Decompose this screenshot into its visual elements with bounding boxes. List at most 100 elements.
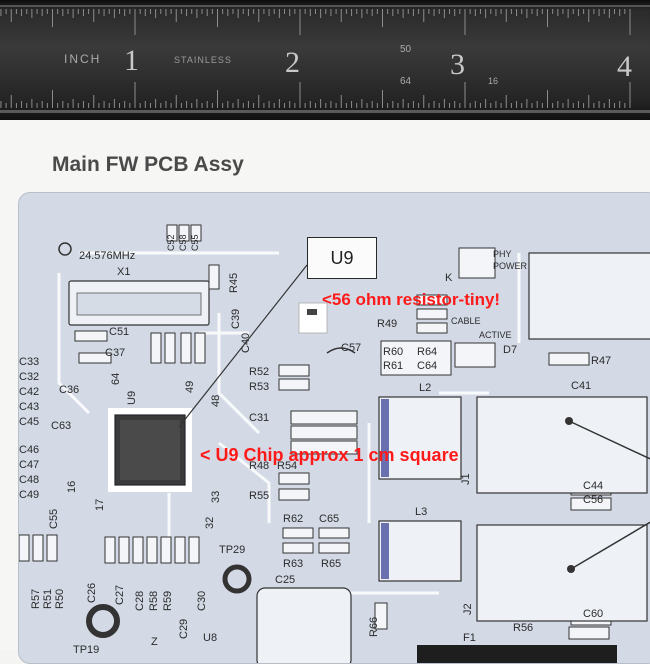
silk-label: R54 <box>277 460 298 472</box>
silk-label: D7 <box>503 344 518 356</box>
silk-label: C29 <box>178 618 190 639</box>
silk-label: C45 <box>19 416 40 428</box>
j1-callout-line <box>568 420 650 460</box>
silk-label: C27 <box>114 584 126 605</box>
silk-label: C48 <box>19 474 40 486</box>
silk-label: C58 <box>178 234 188 251</box>
document-heading: Main FW PCB Assy <box>52 153 244 176</box>
silk-label: L3 <box>415 506 428 518</box>
inductor-l3-band <box>381 523 389 579</box>
silk-label: C32 <box>19 371 40 383</box>
inductor-l3 <box>378 520 462 582</box>
silk-label: C65 <box>319 513 340 525</box>
silk-label: C51 <box>109 326 130 338</box>
silk-label: C64 <box>417 360 438 372</box>
silk-label: R63 <box>283 558 304 570</box>
silk-label: CABLE <box>451 316 481 326</box>
silk-label: C37 <box>105 347 126 359</box>
inductor-l2 <box>378 396 462 480</box>
ruler-ticks <box>0 9 631 108</box>
silk-label: K <box>445 272 453 284</box>
u9-chip-die <box>120 420 180 480</box>
silk-label: C42 <box>19 386 40 398</box>
chip-outline <box>108 408 192 492</box>
silk-label: 49 <box>184 380 196 393</box>
inductor-l2-band <box>381 399 389 477</box>
silk-label: C40 <box>240 332 252 353</box>
silk-label: C56 <box>583 494 604 506</box>
silk-label: 16 <box>66 480 78 493</box>
resistor-56-ohm <box>307 309 317 315</box>
steel-ruler: INCH 1 STAINLESS 2 50 64 3 16 4 <box>0 0 650 120</box>
silk-label: R64 <box>417 346 438 358</box>
ruler-number-3: 3 <box>450 48 465 81</box>
silk-label: R66 <box>368 616 380 637</box>
silk-label: C57 <box>341 342 362 354</box>
silk-label: ACTIVE <box>479 330 512 340</box>
silk-label: U9 <box>126 390 138 405</box>
silk-label: C33 <box>19 356 40 368</box>
silk-label: U8 <box>203 632 218 644</box>
testpoint-tp19 <box>86 604 120 638</box>
chip-annotation: < U9 Chip approx 1 cm square <box>200 445 459 465</box>
silk-label: TP19 <box>73 644 100 656</box>
silk-label: J2 <box>462 603 474 615</box>
silk-label: C55 <box>190 234 200 251</box>
silk-label: J1 <box>460 473 472 485</box>
j2-callout-dot <box>567 565 575 573</box>
silk-label: C60 <box>583 608 604 620</box>
silk-label: 64 <box>110 372 122 385</box>
silk-label: C63 <box>51 420 72 432</box>
resistor-annotation: <56 ohm resistor-tiny! <box>322 290 501 309</box>
capacitor-c57-mark <box>326 347 356 354</box>
silk-label: C55 <box>48 508 60 529</box>
silk-label: R57 <box>30 588 42 609</box>
silk-label: C31 <box>249 412 270 424</box>
silk-label: TP29 <box>219 544 246 556</box>
silk-label: R62 <box>283 513 304 525</box>
ruler-number-4: 4 <box>617 50 632 83</box>
j1-callout-dot <box>565 417 573 425</box>
silk-label: F1 <box>463 632 476 644</box>
silk-label: C28 <box>134 590 146 611</box>
silk-label: 48 <box>210 394 222 407</box>
silk-label: 17 <box>94 498 106 511</box>
silk-label: POWER <box>493 261 528 271</box>
silk-label: R48 <box>249 460 270 472</box>
silk-label: C25 <box>275 574 296 586</box>
silk-label: R47 <box>591 355 612 367</box>
silk-label: R55 <box>249 490 270 502</box>
ruler-small-label-64: 64 <box>400 76 412 87</box>
ruler-graduations: INCH 1 STAINLESS 2 50 64 3 16 4 <box>0 5 650 113</box>
silk-label: C44 <box>583 480 604 492</box>
ruler-brand-label: STAINLESS <box>174 55 232 65</box>
silk-label: R52 <box>249 366 270 378</box>
u9-callout-line <box>178 264 308 428</box>
silk-label: PHY <box>493 249 512 259</box>
silk-label: C39 <box>230 308 242 329</box>
silk-label: 32 <box>204 516 216 529</box>
pcb-drawing: 24.576MHz X1 C52 C58 C55 R45 C51 C37 C36… <box>18 192 650 664</box>
ruler-small-label-16: 16 <box>488 76 498 86</box>
ruler-unit-label: INCH <box>64 52 101 66</box>
silk-label: R58 <box>148 590 160 611</box>
testpoint-tp29 <box>222 564 252 594</box>
silk-label: C46 <box>19 444 40 456</box>
fuse-f1 <box>417 645 617 663</box>
silk-label: R49 <box>377 318 398 330</box>
u9-reference-box: U9 <box>307 237 377 279</box>
silk-label: R56 <box>513 622 534 634</box>
silk-label: 33 <box>210 490 222 503</box>
silk-label: C30 <box>196 590 208 611</box>
ruler-number-2: 2 <box>285 46 300 79</box>
resistor-marker <box>298 302 328 334</box>
silk-label: C52 <box>166 234 176 251</box>
crystal-body <box>76 292 202 316</box>
silk-label: C49 <box>19 489 40 501</box>
j2-callout-line <box>570 521 650 570</box>
silk-label: R60 <box>383 346 404 358</box>
silk-label: C41 <box>571 380 592 392</box>
silk-label: C47 <box>19 459 40 471</box>
silk-label: R51 <box>42 588 54 609</box>
crystal-freq-label: 24.576MHz <box>79 250 136 262</box>
